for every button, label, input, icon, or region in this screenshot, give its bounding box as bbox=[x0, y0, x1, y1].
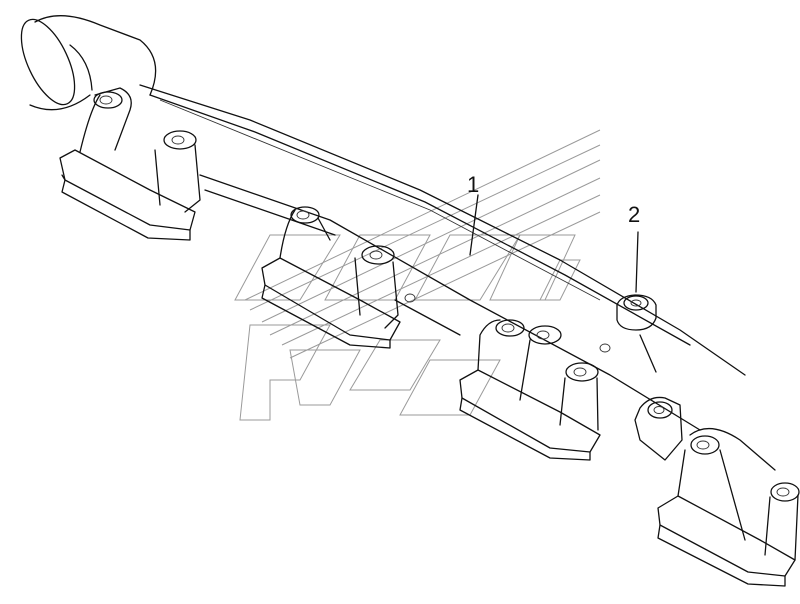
callout-2: 2 bbox=[628, 202, 640, 227]
nut-part bbox=[616, 294, 657, 331]
watermark-logo bbox=[234, 129, 601, 421]
leader-line-2 bbox=[635, 231, 639, 293]
leader-line-2b bbox=[639, 334, 657, 373]
manifold-body bbox=[20, 15, 800, 587]
callout-1: 1 bbox=[467, 172, 479, 197]
leader-line-1 bbox=[469, 194, 479, 256]
